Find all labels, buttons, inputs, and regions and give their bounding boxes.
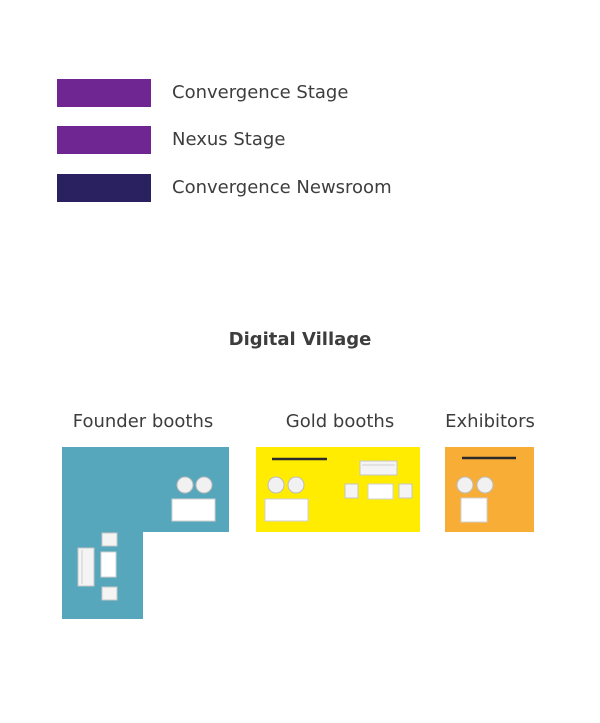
legend-swatch-convergence-stage: [57, 79, 151, 107]
chair-icon: [267, 476, 285, 494]
zone-label-gold-booths: Gold booths: [285, 411, 395, 432]
table-icon: [171, 498, 216, 522]
chair-icon: [195, 476, 213, 494]
coffee-table-icon: [100, 551, 117, 578]
founder-lounge: [77, 532, 118, 601]
chair-icon: [287, 476, 305, 494]
sofa-icon: [77, 547, 95, 587]
sofa-icon: [359, 460, 398, 476]
armchair-icon: [101, 586, 118, 601]
legend-swatch-convergence-newsroom: [57, 174, 151, 202]
chair-icon: [456, 476, 474, 494]
zone-label-exhibitors: Exhibitors: [445, 411, 535, 432]
coffee-table-icon: [367, 483, 394, 500]
gold-lounge-right: [344, 460, 413, 500]
legend-label-convergence-stage: Convergence Stage: [172, 82, 349, 103]
table-icon: [460, 497, 488, 523]
legend-label-convergence-newsroom: Convergence Newsroom: [172, 177, 392, 198]
chair-icon: [176, 476, 194, 494]
legend-label-nexus-stage: Nexus Stage: [172, 129, 286, 150]
founder-booths-area: [62, 447, 229, 619]
gold-seating-left: [264, 476, 309, 522]
armchair-icon: [101, 532, 118, 547]
zone-label-founder-booths: Founder booths: [72, 411, 214, 432]
armchair-icon: [398, 483, 413, 499]
table-icon: [264, 498, 309, 522]
chair-icon: [476, 476, 494, 494]
armchair-icon: [344, 483, 359, 499]
village-title: Digital Village: [228, 329, 372, 350]
founder-seating-top: [171, 476, 216, 522]
exhibitor-seating: [456, 476, 494, 523]
legend-swatch-nexus-stage: [57, 126, 151, 154]
